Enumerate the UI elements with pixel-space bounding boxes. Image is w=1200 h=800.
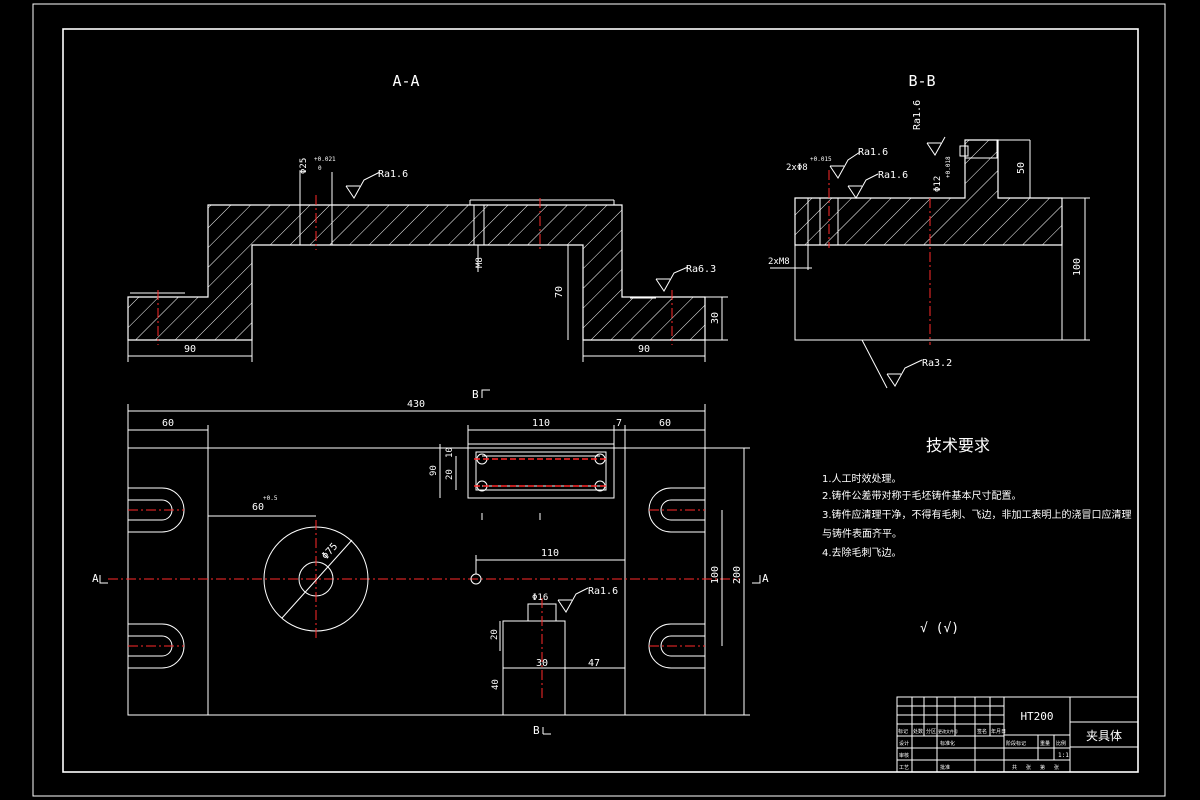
tb-r1c2: 处数 xyxy=(913,728,923,735)
tb-sheet-3: 第 xyxy=(1040,764,1045,771)
plan-phi75: Φ75 xyxy=(320,541,340,562)
tb-weight: 重量 xyxy=(1040,740,1050,747)
tb-process: 工艺 xyxy=(899,765,909,771)
plan-30: 30 xyxy=(536,658,548,669)
inner-frame xyxy=(62,28,1139,773)
aa-70: 70 xyxy=(554,286,565,298)
note-item-2: 2.铸件公差带对称于毛坯铸件基本尺寸配置。 xyxy=(822,489,1022,502)
tb-sheet-2: 张 xyxy=(1026,764,1031,771)
plan-40: 40 xyxy=(491,679,501,690)
aa-ra63: Ra6.3 xyxy=(686,264,716,275)
plan-60h-tol: +0.5 xyxy=(263,495,278,502)
plan-90: 90 xyxy=(429,465,439,476)
aa-m8: M8 xyxy=(475,257,485,268)
plan-20: 20 xyxy=(445,469,455,480)
plan-60h: 60 xyxy=(252,502,264,513)
plan-430: 430 xyxy=(407,399,425,410)
plan-60-right: 60 xyxy=(659,418,671,429)
tb-r1c4: 更改文件号 xyxy=(938,728,958,734)
tb-part-name: 夹具体 xyxy=(1086,729,1122,743)
tb-approve: 批准 xyxy=(940,764,950,771)
plan-20b: 20 xyxy=(490,629,500,640)
technical-notes: 技术要求 1.人工时效处理。 2.铸件公差带对称于毛坯铸件基本尺寸配置。 3.铸… xyxy=(822,436,1132,636)
roughness-general-symbol: √ (√) xyxy=(920,621,959,636)
plan-7: 7 xyxy=(616,418,622,429)
plan-60-left: 60 xyxy=(162,418,174,429)
section-bb-label: B-B xyxy=(908,72,935,90)
aa-tol-lower: 0 xyxy=(318,165,322,172)
section-bb-view: B-B Ra1.6 Ra1.6 Ra1.6 2xΦ8 +0.015 Φ12 +0… xyxy=(768,72,1090,389)
tb-scale-label: 比例 xyxy=(1056,740,1066,747)
bb-phi12-tol: +0.018 xyxy=(945,156,952,178)
tb-stage: 阶段标记 xyxy=(1006,740,1026,747)
plan-10: 10 xyxy=(445,447,455,458)
tb-r1c5: 签名 xyxy=(977,728,987,735)
tb-review: 审核 xyxy=(899,752,909,759)
note-item-1: 1.人工时效处理。 xyxy=(822,472,902,485)
plan-b-top: B xyxy=(472,388,479,401)
aa-90-right: 90 xyxy=(638,344,650,355)
bb-2x8-tol: +0.015 xyxy=(810,156,832,163)
aa-ra16: Ra1.6 xyxy=(378,169,408,180)
aa-90-left: 90 xyxy=(184,344,196,355)
tb-sheet-1: 共 xyxy=(1012,764,1017,771)
plan-phi16: Φ16 xyxy=(532,593,548,603)
tb-design: 设计 xyxy=(899,740,909,747)
title-block: 标记 处数 分区 更改文件号 签名 年月日 设计 标准化 审核 工艺 批准 HT… xyxy=(896,696,1139,773)
plan-ra16: Ra1.6 xyxy=(588,586,618,597)
section-aa-body xyxy=(127,204,706,341)
aa-phi25: Φ25 xyxy=(299,158,309,174)
bb-ra16-b: Ra1.6 xyxy=(878,170,908,181)
bb-2m8: 2xM8 xyxy=(768,257,790,267)
plan-100: 100 xyxy=(710,566,721,584)
plan-a-left: A xyxy=(92,572,99,585)
section-bb-lower-body xyxy=(794,244,1063,341)
plan-47: 47 xyxy=(588,658,600,669)
aa-30: 30 xyxy=(710,312,721,324)
plan-outline xyxy=(127,447,706,716)
bb-phi12: Φ12 xyxy=(933,176,943,192)
note-item-3: 3.铸件应清理干净，不得有毛刺、飞边，非加工表明上的浇冒口应清理 xyxy=(822,508,1132,521)
section-aa-view: A-A Φ25 +0.021 0 Ra1.6 M8 Ra6.3 70 xyxy=(127,72,728,362)
top-pocket xyxy=(467,443,615,499)
section-aa-label: A-A xyxy=(392,72,419,90)
tb-standard: 标准化 xyxy=(940,740,955,747)
tb-sheet-4: 张 xyxy=(1054,764,1059,771)
tb-r1c1: 标记 xyxy=(898,728,908,735)
note-item-3b: 与铸件表面齐平。 xyxy=(822,527,902,540)
bb-50: 50 xyxy=(1016,162,1027,174)
plan-view: Φ75 60 +0.5 110 Φ16 Ra1.6 20 30 47 40 xyxy=(92,388,769,737)
plan-110-top: 110 xyxy=(532,418,550,429)
tb-material: HT200 xyxy=(1020,710,1053,723)
plan-110-mid: 110 xyxy=(541,548,559,559)
plan-a-right: A xyxy=(762,572,769,585)
outer-border xyxy=(32,3,1166,797)
plan-b-bottom: B xyxy=(533,724,540,737)
bb-ra32: Ra3.2 xyxy=(922,358,952,369)
plan-200: 200 xyxy=(732,566,743,584)
bb-ra16-a: Ra1.6 xyxy=(858,147,888,158)
bb-2x8: 2xΦ8 xyxy=(786,163,808,173)
note-item-4: 4.去除毛刺飞边。 xyxy=(822,546,902,559)
tb-r1c6: 年月日 xyxy=(991,728,1006,735)
bb-ra16-top: Ra1.6 xyxy=(912,100,923,130)
bb-100: 100 xyxy=(1072,258,1083,276)
tb-scale: 1:1 xyxy=(1058,752,1069,759)
aa-tol-upper: +0.021 xyxy=(314,156,336,163)
tb-r1c3: 分区 xyxy=(926,728,936,735)
notes-title: 技术要求 xyxy=(926,436,990,455)
section-bb-upper-body xyxy=(794,139,1063,246)
